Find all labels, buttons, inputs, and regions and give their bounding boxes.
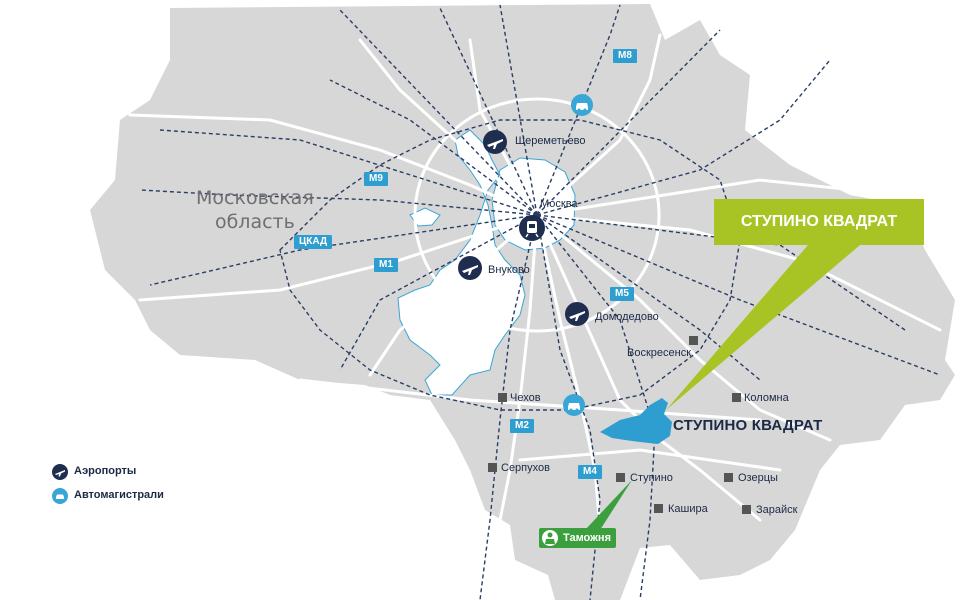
city-marker <box>742 505 751 514</box>
highway-badge-m1: M1 <box>374 258 398 272</box>
highway-badge-ckad: ЦКАД <box>294 235 333 249</box>
airplane-icon[interactable] <box>483 130 507 154</box>
railway-network <box>139 4 941 600</box>
airport-label-vnukovo: Внуково <box>488 264 530 276</box>
city-label-kashira: Кашира <box>668 503 708 515</box>
city-label-kolomna: Коломна <box>744 392 789 404</box>
city-label-voskresensk: Воскресенск <box>627 347 692 359</box>
city-label-serpukhov: Серпухов <box>501 462 550 474</box>
city-marker <box>498 393 507 402</box>
metro-icon[interactable] <box>519 215 545 241</box>
highway-badge-m9: M9 <box>364 172 388 186</box>
city-marker <box>616 473 625 482</box>
city-marker <box>654 504 663 513</box>
car-icon[interactable] <box>571 94 593 116</box>
highway-badge-m5: M5 <box>610 287 634 301</box>
city-marker <box>689 336 698 345</box>
project-site-area <box>600 398 672 444</box>
moscow-city-territory <box>397 129 576 396</box>
highway-badge-m4: M4 <box>578 465 602 479</box>
city-marker <box>732 393 741 402</box>
airport-label-sheremetyevo: Шереметьево <box>515 135 586 147</box>
city-label-zaraysk: Зарайск <box>756 504 798 516</box>
city-label-moscow: Москва <box>540 198 578 210</box>
project-site-label: СТУПИНО КВАДРАТ <box>673 417 823 434</box>
highway-badge-m8: M8 <box>613 49 637 63</box>
city-marker <box>488 463 497 472</box>
project-callout[interactable]: СТУПИНО КВАДРАТ <box>714 199 924 245</box>
airplane-icon[interactable] <box>565 302 589 326</box>
car-icon[interactable] <box>563 394 585 416</box>
highway-badge-m2: M2 <box>510 419 534 433</box>
airport-label-domodedovo: Домодедово <box>595 311 659 323</box>
customs-label: Таможня <box>563 532 611 544</box>
customs-badge[interactable]: Таможня <box>539 528 616 548</box>
city-label-chekhov: Чехов <box>510 392 541 404</box>
customs-officer-icon <box>542 530 558 546</box>
callout-pointer <box>666 245 860 410</box>
legend-label-airports: Аэропорты <box>74 465 137 477</box>
airplane-icon <box>52 464 68 480</box>
region-label: Московская область <box>196 187 314 233</box>
city-marker <box>724 473 733 482</box>
city-label-ozyory: Озерцы <box>738 472 778 484</box>
car-icon <box>52 488 68 504</box>
customs-pointer <box>585 480 632 530</box>
city-label-stupino: Ступино <box>630 472 673 484</box>
airplane-icon[interactable] <box>458 256 482 280</box>
legend-label-highways: Автомагистрали <box>74 489 164 501</box>
road-network <box>128 33 942 532</box>
